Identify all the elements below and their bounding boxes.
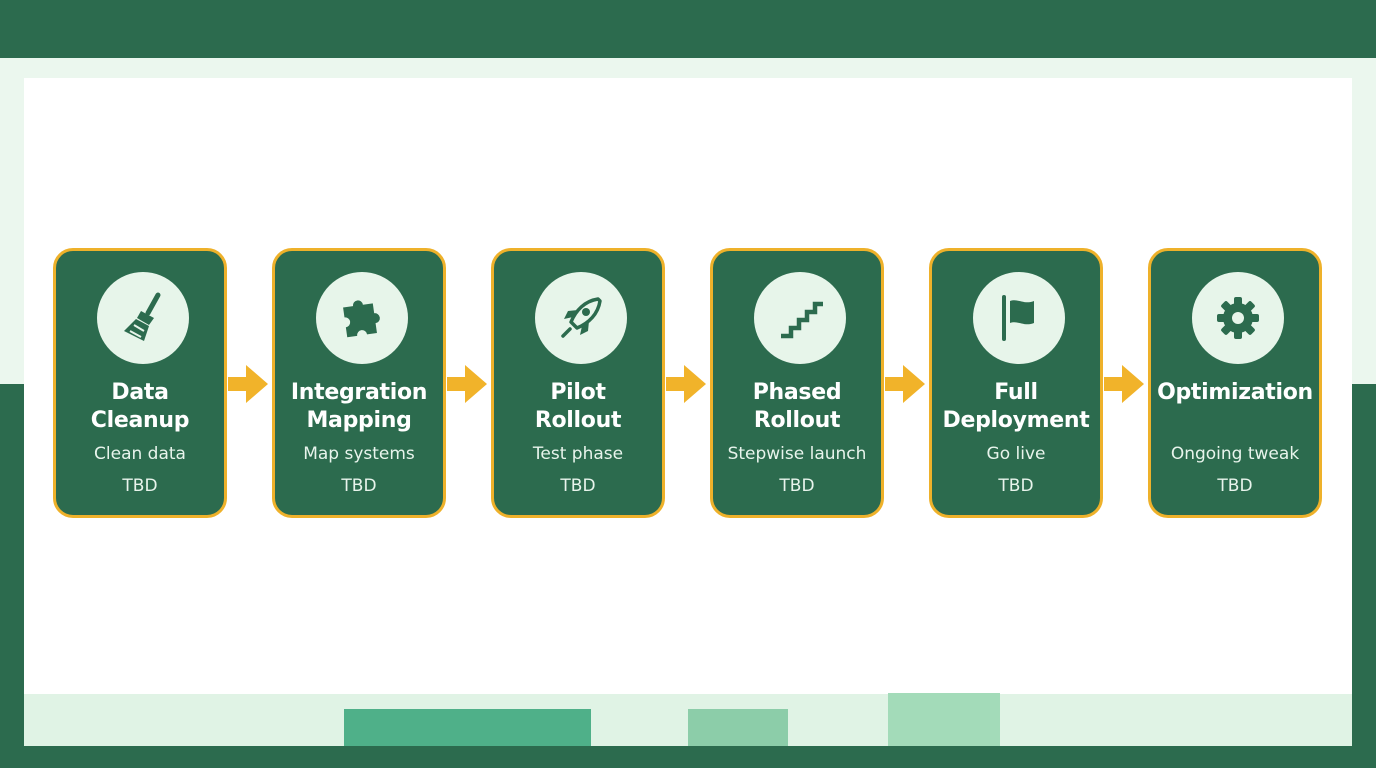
- step-title: Data Cleanup: [90, 380, 190, 433]
- decor-block: [688, 709, 788, 746]
- icon-badge: [1192, 272, 1284, 364]
- process-step-phased-rollout: Phased Rollout Stepwise launch TBD: [710, 248, 884, 518]
- step-title: Integration Mapping: [290, 380, 428, 433]
- step-title: Pilot Rollout: [534, 380, 622, 433]
- step-title: Full Deployment: [942, 380, 1090, 433]
- step-status: TBD: [1217, 476, 1253, 496]
- flow-arrow: [1104, 365, 1144, 403]
- process-step-optimization: Optimization Ongoing tweak TBD: [1148, 248, 1322, 518]
- stairs-icon: [781, 301, 823, 339]
- flow-arrow: [885, 365, 925, 403]
- flow-arrow: [666, 365, 706, 403]
- step-status: TBD: [560, 476, 596, 496]
- flow-arrow: [447, 365, 487, 403]
- rocket-icon: [561, 297, 602, 338]
- step-status: TBD: [122, 476, 158, 496]
- puzzle-icon: [343, 300, 380, 338]
- process-step-integration-mapping: Integration Mapping Map systems TBD: [272, 248, 446, 518]
- step-subtitle: Go live: [986, 444, 1046, 464]
- icon-badge: [754, 272, 846, 364]
- diagram-canvas: [24, 78, 1352, 746]
- icon-badge: [316, 272, 408, 364]
- step-status: TBD: [779, 476, 815, 496]
- step-subtitle: Test phase: [532, 444, 624, 464]
- step-subtitle: Stepwise launch: [727, 444, 867, 464]
- step-subtitle: Ongoing tweak: [1170, 444, 1300, 464]
- broom-icon: [124, 292, 161, 341]
- gear-icon: [1217, 297, 1259, 339]
- process-step-data-cleanup: Data Cleanup Clean data TBD: [53, 248, 227, 518]
- decor-block: [888, 693, 1000, 746]
- flag-icon: [1002, 295, 1034, 341]
- icon-badge: [973, 272, 1065, 364]
- process-step-pilot-rollout: Pilot Rollout Test phase TBD: [491, 248, 665, 518]
- step-status: TBD: [998, 476, 1034, 496]
- flow-arrow: [228, 365, 268, 403]
- process-step-full-deployment: Full Deployment Go live TBD: [929, 248, 1103, 518]
- step-status: TBD: [341, 476, 377, 496]
- icon-badge: [535, 272, 627, 364]
- decor-block: [344, 709, 591, 746]
- step-title: Phased Rollout: [752, 380, 842, 433]
- icon-badge: [97, 272, 189, 364]
- step-subtitle: Clean data: [94, 444, 186, 464]
- step-title: Optimization: [1157, 380, 1313, 405]
- step-subtitle: Map systems: [303, 444, 415, 464]
- top-band: [0, 0, 1376, 58]
